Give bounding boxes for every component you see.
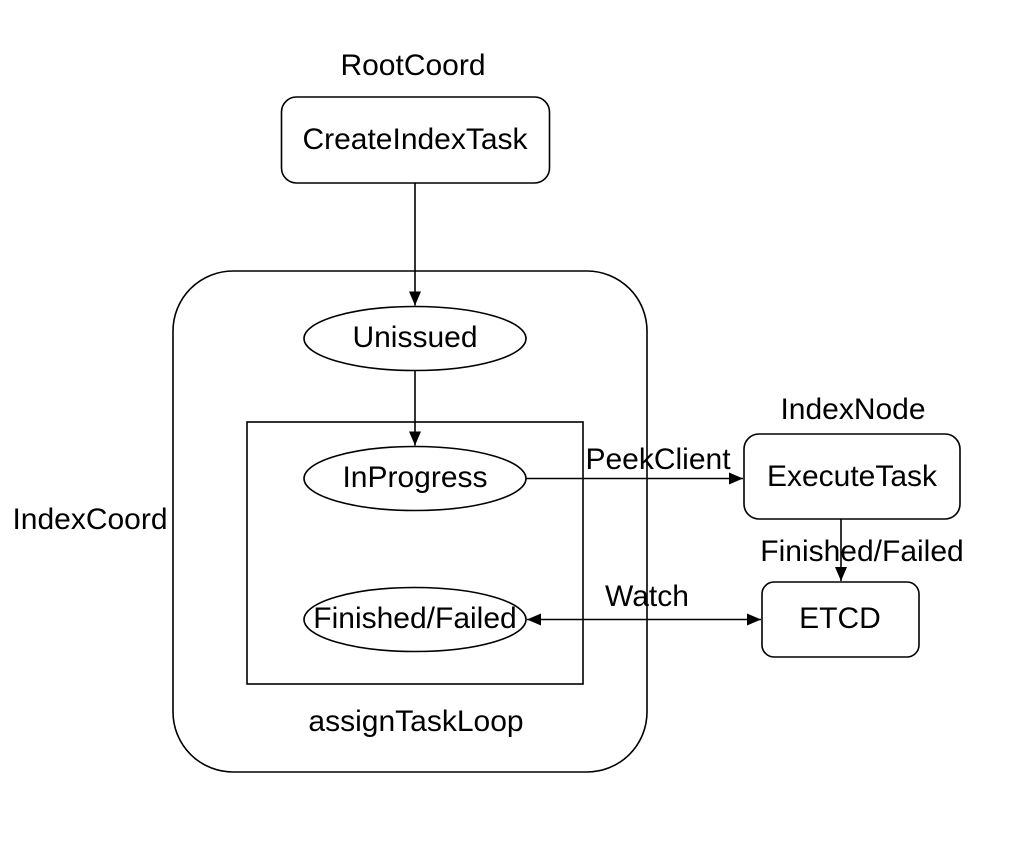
execute-task-label: ExecuteTask: [766, 459, 938, 493]
unissued-label: Unissued: [352, 320, 478, 354]
etcd-node: [761, 581, 920, 658]
root-coord-label: RootCoord: [340, 48, 486, 82]
peek-client-edge-label: PeekClient: [585, 442, 731, 476]
create-index-task-label: CreateIndexTask: [302, 122, 528, 156]
finished-failed-edge-label: Finished/Failed: [760, 534, 964, 568]
index-coord-container: [172, 270, 648, 773]
finished-failed-state: [303, 586, 527, 653]
assign-task-loop-label: assignTaskLoop: [308, 704, 524, 738]
index-coord-label: IndexCoord: [12, 502, 168, 536]
execute-task-node: [743, 433, 961, 520]
finished-failed-state-label: Finished/Failed: [313, 601, 517, 635]
in-progress-label: InProgress: [342, 460, 488, 494]
index-node-label: IndexNode: [780, 392, 926, 426]
etcd-label: ETCD: [799, 601, 881, 635]
watch-edge-label: Watch: [605, 579, 689, 613]
